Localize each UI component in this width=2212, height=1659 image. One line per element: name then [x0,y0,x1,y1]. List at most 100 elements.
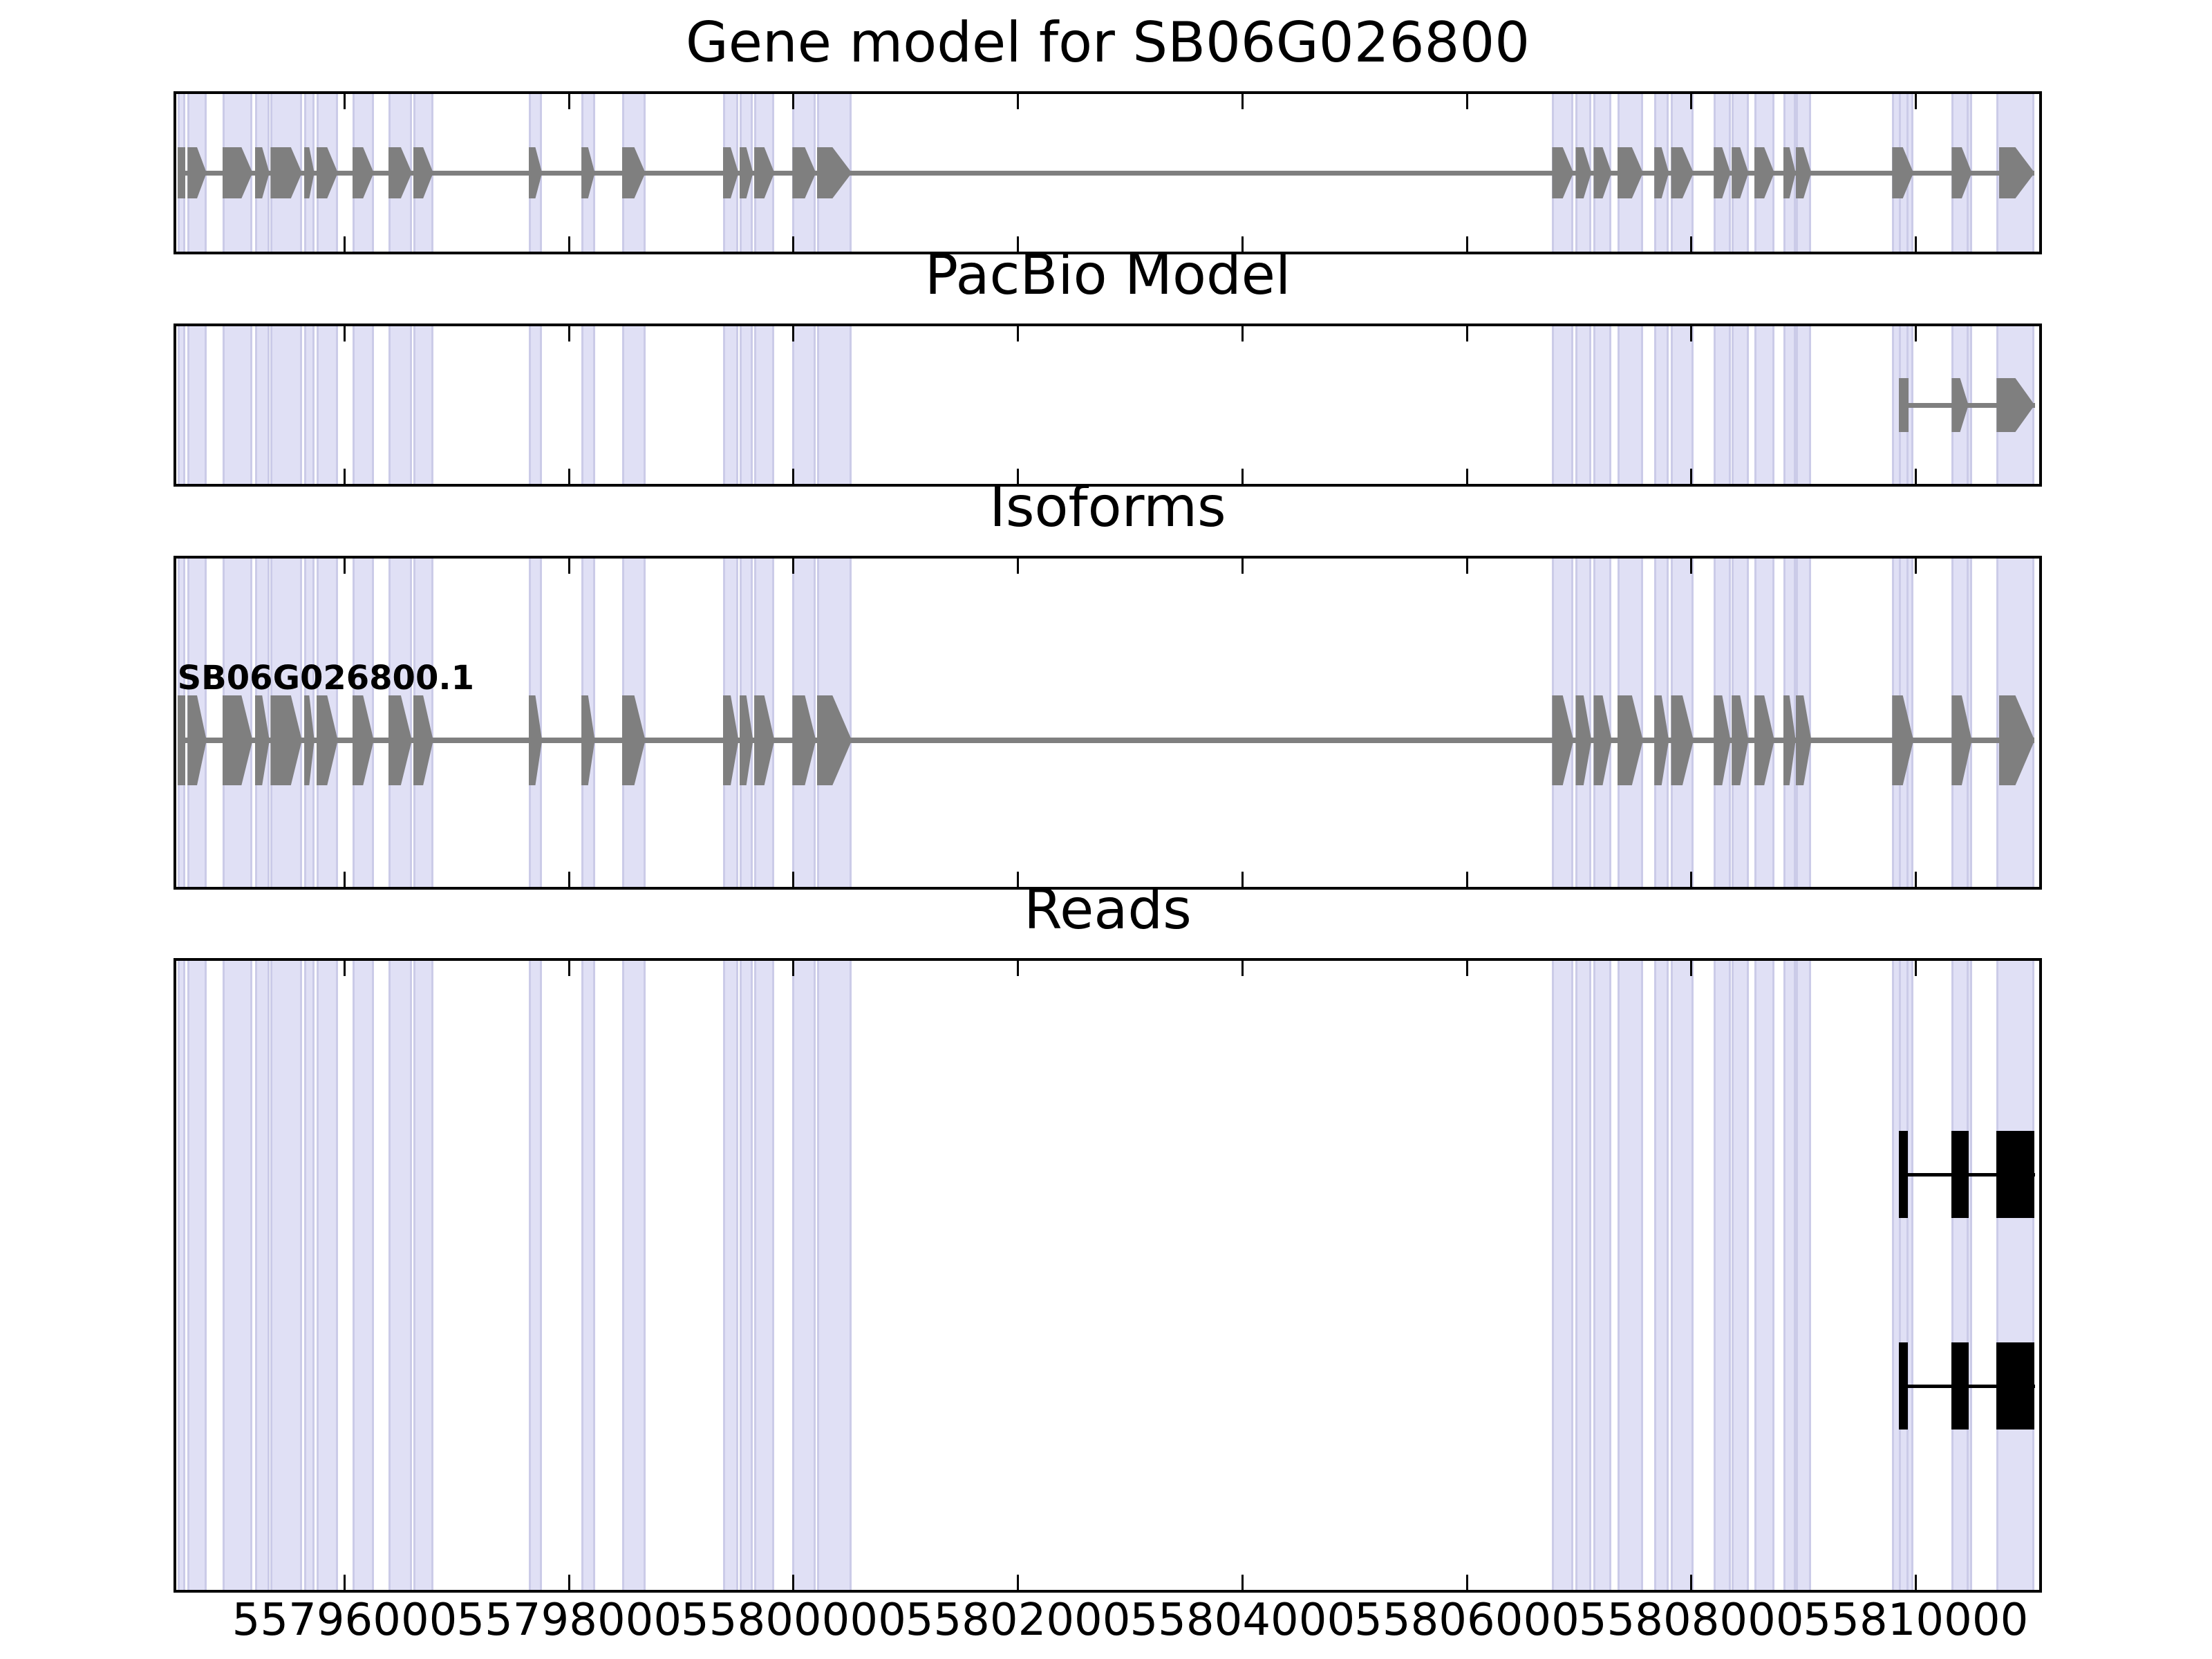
exon-highlight-stripe [316,961,338,1590]
axis-tick [1465,469,1468,484]
exon-highlight-stripe [1552,326,1574,484]
x-tick-label: 55810000 [1803,1595,2029,1646]
exon-arrow [1795,147,1812,198]
exon-highlight-stripe [1996,961,2035,1590]
exon-highlight-stripe [528,326,543,484]
axis-tick [1465,872,1468,887]
exon-highlight-stripe [222,326,253,484]
exon-arrow [177,695,185,785]
axis-tick [1241,326,1244,341]
exon-highlight-stripe [621,326,646,484]
exon-highlight-stripe [388,326,412,484]
exon-highlight-stripe [739,326,753,484]
exon-highlight-stripe [1951,961,1969,1590]
axis-tick [344,961,346,976]
axis-tick [1690,326,1693,341]
axis-tick [1690,236,1693,252]
exon-arrow [1654,695,1669,785]
axis-tick [1017,1575,1020,1590]
axis-tick [792,236,795,252]
exon-highlight-stripe [316,326,338,484]
exon-arrow [177,147,185,198]
axis-tick [792,469,795,484]
exon-highlight-stripe [1617,326,1643,484]
exon-highlight-stripe [388,961,412,1590]
x-tick-label: 55796000 [232,1595,458,1646]
exon-highlight-stripe [581,961,595,1590]
exon-highlight-stripe [1654,961,1669,1590]
axis-tick [1241,94,1244,109]
axis-tick [1914,326,1917,341]
x-tick-label: 55798000 [456,1595,682,1646]
exon-highlight-stripe [222,961,253,1590]
exon-highlight-stripe [1783,961,1796,1590]
exon-highlight-stripe [270,961,302,1590]
exon-highlight-stripe [352,961,374,1590]
axis-tick [1690,961,1693,976]
axis-tick [1690,94,1693,109]
exon-highlight-stripe [1783,326,1796,484]
axis-tick [344,559,346,574]
exon-highlight-stripe [1714,961,1731,1590]
axis-tick [1690,872,1693,887]
axis-tick [1914,1575,1917,1590]
read-exon [1996,1342,2035,1430]
read-exon [1951,1342,1969,1430]
axis-tick [1017,469,1020,484]
exon-arrow [722,147,739,198]
exon-highlight-stripe [1593,326,1612,484]
read-exon [1899,1342,1909,1430]
axis-tick [792,872,795,887]
exon-highlight-stripe [528,961,543,1590]
axis-tick [792,326,795,341]
exon-highlight-stripe [792,961,816,1590]
axis-tick [568,469,570,484]
exon-highlight-stripe [177,961,185,1590]
exon-highlight-stripe [1795,326,1812,484]
intron-line [177,170,2035,176]
axis-tick [1690,1575,1693,1590]
axis-tick [1914,872,1917,887]
axis-tick [344,872,346,887]
exon-highlight-stripe [1899,961,1909,1590]
axis-tick [792,94,795,109]
exon-highlight-stripe [254,326,270,484]
axis-tick [1465,94,1468,109]
exon-highlight-stripe [754,326,775,484]
axis-tick [792,961,795,976]
axis-tick [1241,961,1244,976]
axis-tick [1241,559,1244,574]
axis-tick [568,1575,570,1590]
exon-highlight-stripe [1654,326,1669,484]
axis-tick [344,94,346,109]
axis-tick [1241,872,1244,887]
exon-highlight-stripe [1575,326,1592,484]
x-tick-label: 55804000 [1130,1595,1356,1646]
panel-isoforms: SB06G026800.1 [174,556,2042,890]
axis-tick [344,236,346,252]
read-exon [1996,1131,2035,1218]
axis-tick [1465,961,1468,976]
exon-highlight-stripe [739,961,753,1590]
exon-highlight-stripe [304,961,315,1590]
exon-highlight-stripe [1732,326,1749,484]
axis-tick [568,326,570,341]
intron-line [177,738,2035,743]
axis-tick [1017,559,1020,574]
exon-highlight-stripe [722,961,739,1590]
axis-tick [1465,236,1468,252]
exon-highlight-stripe [413,961,433,1590]
axis-tick [1914,559,1917,574]
exon-highlight-stripe [1575,961,1592,1590]
axis-tick [1017,872,1020,887]
exon-highlight-stripe [304,326,315,484]
axis-tick [1241,1575,1244,1590]
exon-highlight-stripe [754,961,775,1590]
axis-tick [1914,236,1917,252]
exon-highlight-stripe [413,326,433,484]
x-tick-label: 55800000 [681,1595,906,1646]
axis-tick [1465,559,1468,574]
exon-highlight-stripe [270,326,302,484]
exon-highlight-stripe [187,326,207,484]
x-tick-label: 55802000 [905,1595,1131,1646]
